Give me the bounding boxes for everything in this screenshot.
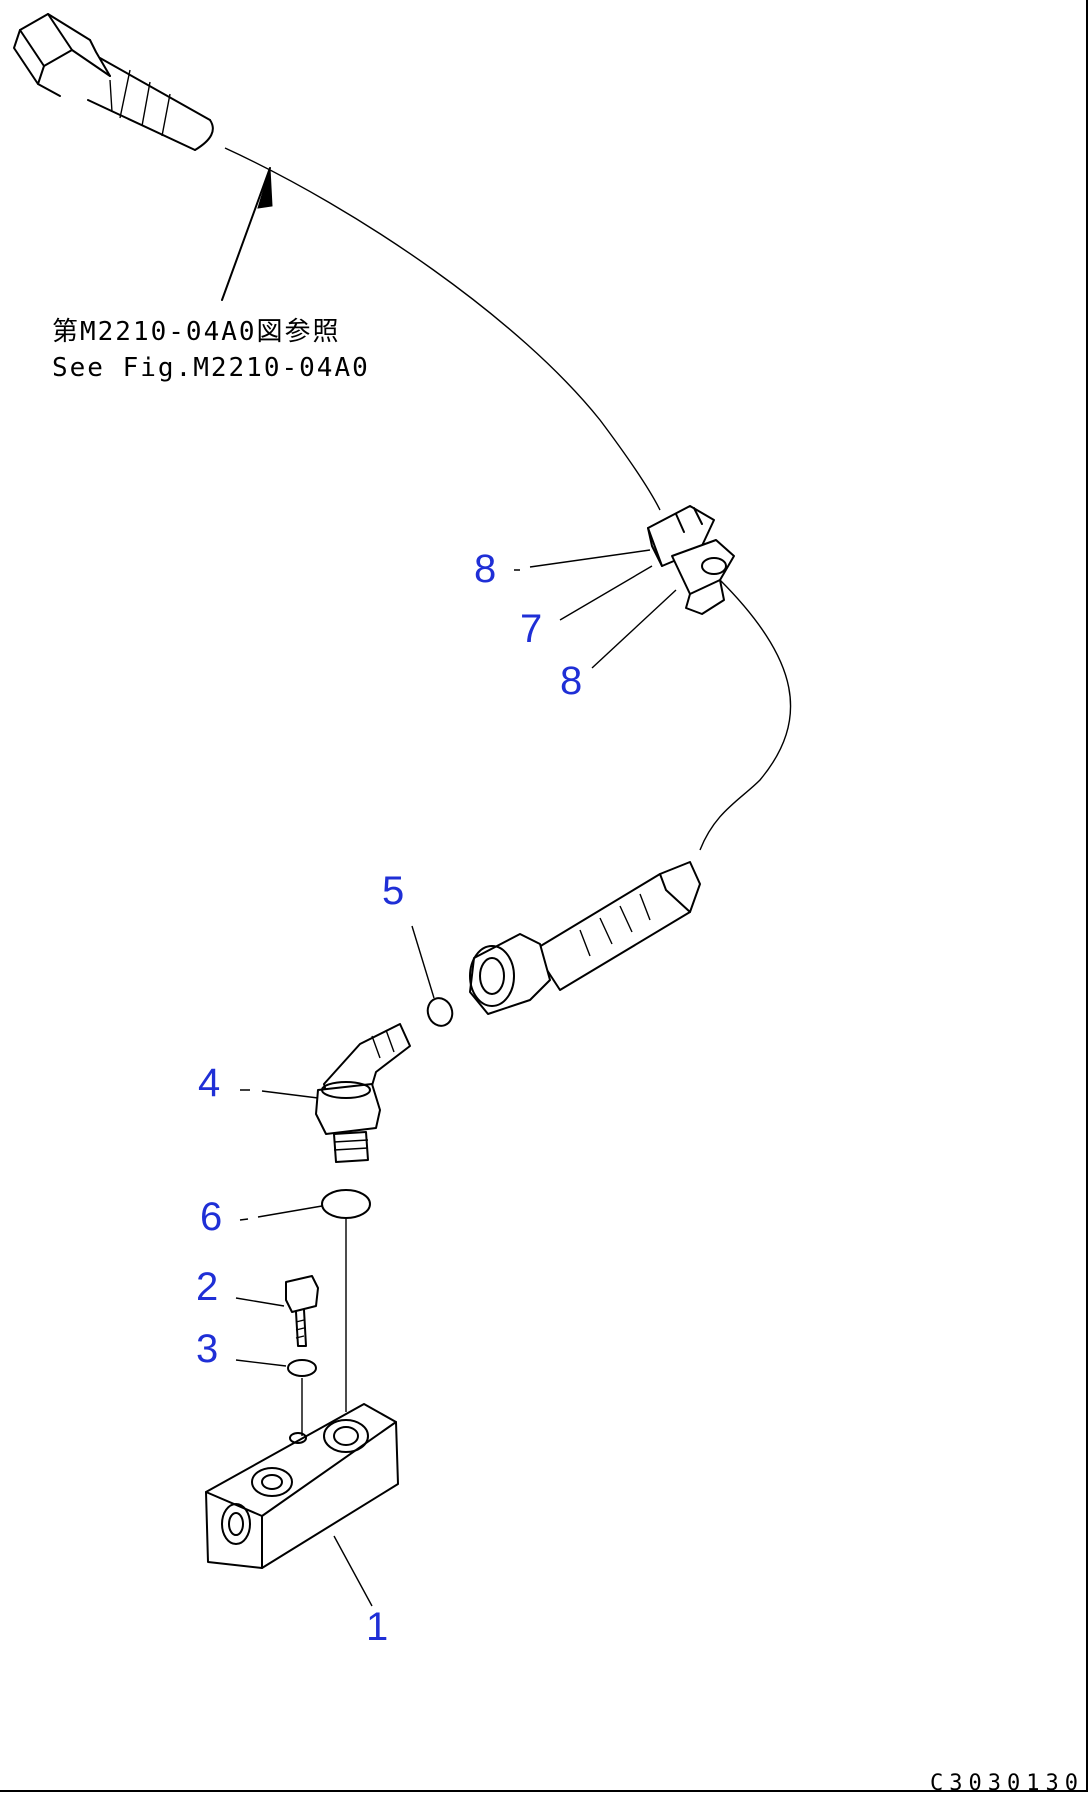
clamp-assembly [647,505,735,615]
hose-line-lower [699,579,792,851]
callout-6: 6 [200,1195,222,1239]
reference-note-jp: 第M2210-04A0図参照 [52,317,341,347]
o-ring-5 [426,997,454,1027]
reference-leader-arrow [221,167,273,301]
callout-7: 7 [520,607,542,651]
callout-3: 3 [196,1327,218,1371]
hose-end-fitting-lower [469,861,701,1015]
washer-3 [287,1359,317,1377]
hose-end-fitting-top [13,13,214,151]
elbow-fitting-4 [315,1023,411,1163]
callout-leader-lines [235,549,677,1607]
valve-block-1 [205,1403,399,1569]
callout-2: 2 [196,1265,218,1309]
hose-line-upper [224,147,661,511]
bolt-2 [285,1275,319,1347]
callout-8-upper: 8 [474,547,496,591]
callout-1: 1 [366,1605,388,1649]
callout-4: 4 [198,1061,220,1105]
reference-note-en: See Fig.M2210-04A0 [52,353,370,383]
callout-8-lower: 8 [560,659,582,703]
callout-5: 5 [382,869,404,913]
